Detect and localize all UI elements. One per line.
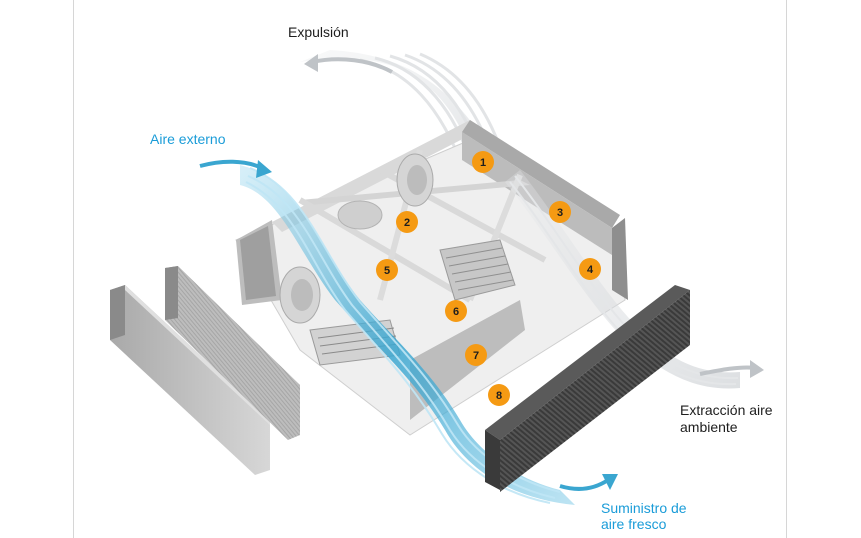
exhaust-arrowhead — [304, 54, 318, 72]
marker-8: 8 — [488, 384, 510, 406]
ventilation-unit-body — [235, 120, 628, 436]
label-return-air-line1: Extracción aire — [680, 402, 773, 418]
marker-1: 1 — [472, 151, 494, 173]
curved-arrow-right-icon — [559, 478, 610, 491]
label-supply-air-line1: Suministro de — [601, 500, 687, 516]
marker-2-label: 2 — [404, 217, 410, 229]
detached-side-panel-front — [110, 285, 270, 475]
marker-5-label: 5 — [384, 265, 390, 277]
curved-arrow-right-icon — [199, 159, 263, 170]
marker-3: 3 — [549, 201, 571, 223]
marker-7: 7 — [465, 344, 487, 366]
marker-4-label: 4 — [587, 264, 594, 276]
frame-border-right — [786, 0, 787, 538]
curved-arrow-left-icon — [311, 57, 393, 74]
marker-6-label: 6 — [453, 306, 459, 318]
marker-4: 4 — [579, 258, 601, 280]
marker-3-label: 3 — [557, 207, 563, 219]
label-return-air-line2: ambiente — [680, 419, 738, 435]
label-outdoor-air: Aire externo — [150, 131, 226, 147]
marker-5: 5 — [376, 259, 398, 281]
marker-8-label: 8 — [496, 390, 502, 402]
return-arrowhead — [750, 360, 764, 378]
supply-arrowhead — [602, 474, 618, 490]
marker-6: 6 — [445, 300, 467, 322]
marker-1-label: 1 — [480, 157, 486, 169]
label-supply-air-line2: aire fresco — [601, 516, 667, 532]
frame-border-left — [73, 0, 74, 538]
label-exhaust: Expulsión — [288, 24, 349, 40]
outdoor-arrowhead — [256, 160, 272, 178]
marker-7-label: 7 — [473, 350, 479, 362]
detached-side-panel-back — [165, 266, 300, 440]
marker-2: 2 — [396, 211, 418, 233]
front-grille-panel — [485, 285, 690, 492]
